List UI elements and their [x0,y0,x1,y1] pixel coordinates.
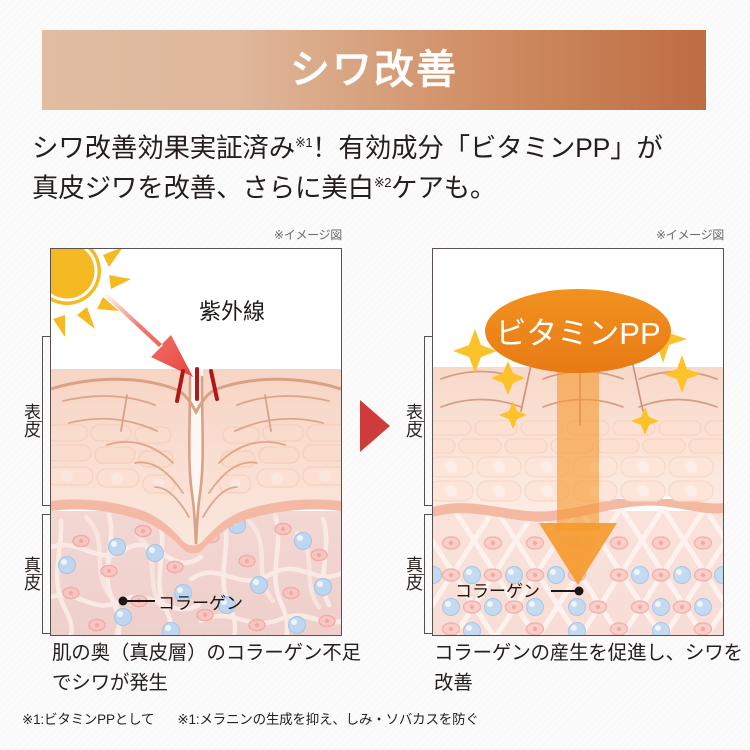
right-collagen-label-text: コラーゲン [455,582,540,601]
header-banner: シワ改善 [42,30,706,110]
left-diagram-block: ※イメージ図 表皮 真皮 [21,226,344,638]
right-dermis-bracket [409,514,436,634]
left-epidermis-layer [51,369,341,554]
left-dermis-spheres [58,516,332,635]
subtitle-line1-part1: シワ改善効果実証済み [32,133,295,163]
uv-arrow-icon [103,293,193,377]
right-dermis-cells [441,536,713,635]
left-epidermis-label-text: 表皮 [21,403,40,439]
page-title: シワ改善 [290,48,458,92]
vitamin-pp-badge: ビタミンPP [485,289,671,373]
left-dermis-label-text: 真皮 [21,556,40,592]
subtitle-line2-part1: 真皮ジワを改善、さらに美白 [32,173,374,204]
right-epidermis-bracket [409,336,436,506]
right-epidermis-label-text: 表皮 [403,403,422,439]
impact-marks [175,367,219,403]
right-skin-diagram: ビタミンPP コラーゲン [432,248,724,636]
left-caption: 肌の奥（真皮層）のコラーゲン不足 でシワが発生 [52,638,361,698]
right-dermis-spheres [433,566,723,635]
left-caption-line-1: 肌の奥（真皮層）のコラーゲン不足 [52,642,361,664]
left-epidermis-bracket [27,336,54,506]
right-diagram-block: ※イメージ図 表皮 真皮 [403,226,726,638]
right-dermis-label: 真皮 [403,514,448,634]
subtitle-text: シワ改善効果実証済み※1！有効成分「ビタミンPP」が 真皮ジワを改善、さらに美白… [32,128,732,209]
right-caption: コラーゲンの産生を促進し、シワを 改善 [434,638,743,698]
left-skin-diagram: 紫外線 コラーゲン [50,248,342,636]
subtitle-line-2: 真皮ジワを改善、さらに美白※2ケアも。 [32,168,732,208]
right-collagen-callout: コラーゲン [455,582,584,601]
left-dermis-bracket [27,514,54,634]
subtitle-line1-part2: ！有効成分「ビタミンPP」が [312,133,663,163]
subtitle-line2-part2: ケアも。 [391,173,497,204]
vitamin-pp-badge-text: ビタミンPP [495,316,660,351]
sun-icon [51,249,131,337]
uv-label-text: 紫外線 [199,299,265,324]
footnote-1: ※1:ビタミンPPとして [22,712,155,727]
footnote-2: ※1:メラニンの生成を抑え、しみ・ソバカスを防ぐ [177,712,479,727]
left-dermis-label: 真皮 [21,514,66,634]
subtitle-line2-footnote-mark: ※2 [373,175,392,191]
right-caption-line-2: 改善 [434,672,473,695]
right-caption-line-1: コラーゲンの産生を促進し、シワを [434,642,743,664]
left-image-note: ※イメージ図 [273,228,342,242]
subtitle-line-1: シワ改善効果実証済み※1！有効成分「ビタミンPP」が [32,128,732,168]
subtitle-line1-footnote-mark: ※1 [295,135,313,151]
footnotes: ※1:ビタミンPPとして ※1:メラニンの生成を抑え、しみ・ソバカスを防ぐ [22,708,479,728]
right-dermis-label-text: 真皮 [403,556,422,592]
transition-arrow-icon [360,400,390,452]
right-image-note: ※イメージ図 [655,228,724,242]
left-caption-line-2: でシワが発生 [52,672,168,695]
right-epidermis-label: 表皮 [403,336,448,506]
left-collagen-callout: コラーゲン [118,594,243,613]
left-epidermis-label: 表皮 [21,336,66,506]
left-collagen-label-text: コラーゲン [158,594,243,613]
